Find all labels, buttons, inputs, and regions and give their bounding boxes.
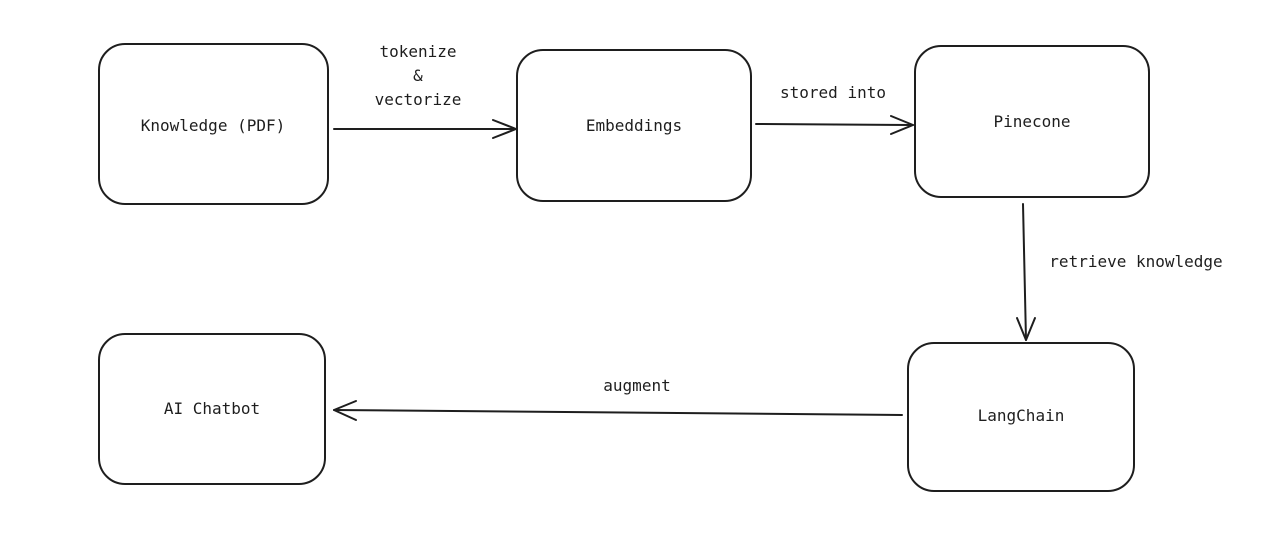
node-ai-chatbot-label: AI Chatbot xyxy=(164,399,260,418)
node-langchain[interactable]: LangChain xyxy=(907,342,1135,492)
edge-stored-into: stored into xyxy=(755,83,914,135)
node-pinecone-label: Pinecone xyxy=(993,112,1070,131)
edge-stored-into-line xyxy=(755,123,914,126)
node-embeddings-label: Embeddings xyxy=(586,116,682,135)
edge-tokenize-vectorize: tokenize & vectorize xyxy=(333,42,517,139)
node-knowledge-pdf-label: Knowledge (PDF) xyxy=(141,116,286,135)
edge-retrieve-knowledge-arrowhead xyxy=(1016,317,1036,341)
edge-augment: augment xyxy=(333,376,903,421)
node-ai-chatbot-box xyxy=(98,333,326,485)
edge-tokenize-label-line1: tokenize xyxy=(379,42,456,61)
node-embeddings-box xyxy=(516,49,752,202)
edge-retrieve-knowledge: retrieve knowledge xyxy=(1016,203,1223,341)
edge-tokenize-label-line2: & xyxy=(413,66,423,85)
node-embeddings[interactable]: Embeddings xyxy=(516,49,752,202)
node-pinecone[interactable]: Pinecone xyxy=(914,45,1150,198)
node-knowledge-pdf[interactable]: Knowledge (PDF) xyxy=(98,43,329,205)
edge-augment-line xyxy=(333,409,903,416)
edge-augment-label: augment xyxy=(603,376,670,395)
edge-retrieve-knowledge-line xyxy=(1022,203,1027,341)
node-langchain-label: LangChain xyxy=(978,406,1065,425)
edge-augment-arrowhead xyxy=(333,400,357,421)
edge-tokenize-vectorize-arrowhead xyxy=(492,119,517,139)
node-ai-chatbot[interactable]: AI Chatbot xyxy=(98,333,326,485)
node-langchain-box xyxy=(907,342,1135,492)
node-pinecone-box xyxy=(914,45,1150,198)
edge-retrieve-knowledge-label: retrieve knowledge xyxy=(1049,252,1222,271)
node-knowledge-pdf-box xyxy=(98,43,329,205)
edge-stored-into-arrowhead xyxy=(890,115,914,135)
edge-tokenize-label-line3: vectorize xyxy=(375,90,462,109)
edge-stored-into-label: stored into xyxy=(780,83,886,102)
